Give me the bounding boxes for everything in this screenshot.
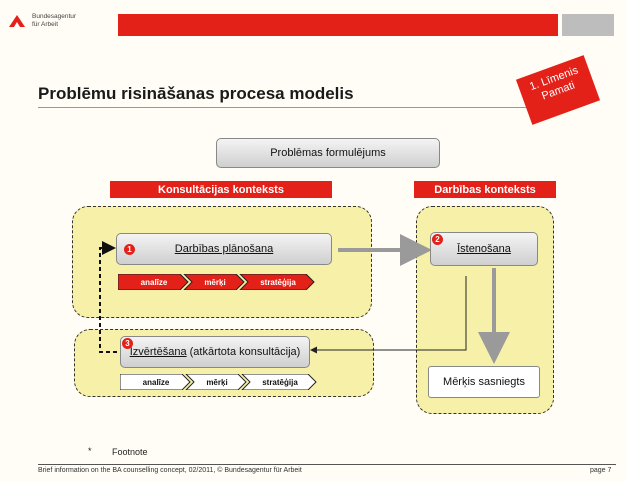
footnote-text: Footnote: [112, 447, 148, 457]
logo-line2: für Arbeit: [32, 21, 59, 28]
footer-divider: [38, 464, 616, 465]
header-grey-bar: [562, 14, 614, 36]
evaluation-steps-shapes: [120, 374, 317, 390]
planning-steps: analīze mērķi stratēģija: [118, 274, 318, 290]
implementation-box: Īstenošana: [430, 232, 538, 266]
page-title: Problēmu risināšanas procesa modelis: [38, 84, 354, 103]
footer-source: Brief information on the BA counselling …: [38, 467, 302, 474]
page-number: page 7: [590, 467, 612, 474]
consultation-context-header: Konsultācijas konteksts: [110, 181, 332, 198]
step-number-1: 1: [124, 244, 135, 255]
evaluation-steps: analīze mērķi stratēģija: [120, 374, 320, 390]
planning-step-goals: mērķi: [204, 277, 226, 287]
header-red-bar: [118, 14, 558, 36]
step-number-3: 3: [122, 338, 133, 349]
planning-steps-shapes: [118, 274, 315, 290]
evaluation-step-goals: mērķi: [206, 377, 228, 387]
evaluation-step-analysis: analīze: [142, 377, 170, 387]
action-context-header: Darbības konteksts: [414, 181, 556, 198]
planning-box: Darbības plānošana: [116, 233, 332, 265]
ba-logo-icon: [9, 15, 25, 27]
footnote-marker: *: [88, 446, 92, 456]
ba-logo: Bundesagentur für Arbeit: [8, 8, 148, 38]
planning-step-strategy: stratēģija: [260, 277, 296, 287]
planning-label: Darbības plānošana: [174, 243, 274, 255]
goal-reached-box: Mērķis sasniegts: [428, 366, 540, 398]
arrow-evaluation-to-planning: [99, 241, 124, 353]
evaluation-step-strategy: stratēģija: [262, 377, 298, 387]
evaluation-label-main: Izvērtēšana: [129, 346, 187, 358]
planning-step-analysis: analīze: [140, 277, 168, 287]
arrow-implementation-to-evaluation: [310, 276, 467, 354]
evaluation-label-rest: (atkārtota konsultācija): [186, 346, 301, 358]
problem-box: Problēmas formulējums: [216, 138, 440, 168]
evaluation-box: Izvērtēšana (atkārtota konsultācija): [120, 336, 310, 368]
evaluation-label: Izvērtēšana (atkārtota konsultācija): [130, 346, 301, 358]
logo-line1: Bundesagentur: [32, 13, 77, 20]
step-number-2: 2: [432, 234, 443, 245]
logo-text: Bundesagentur für Arbeit: [32, 13, 76, 29]
title-divider: [38, 107, 530, 108]
implementation-label: Īstenošana: [457, 243, 511, 255]
